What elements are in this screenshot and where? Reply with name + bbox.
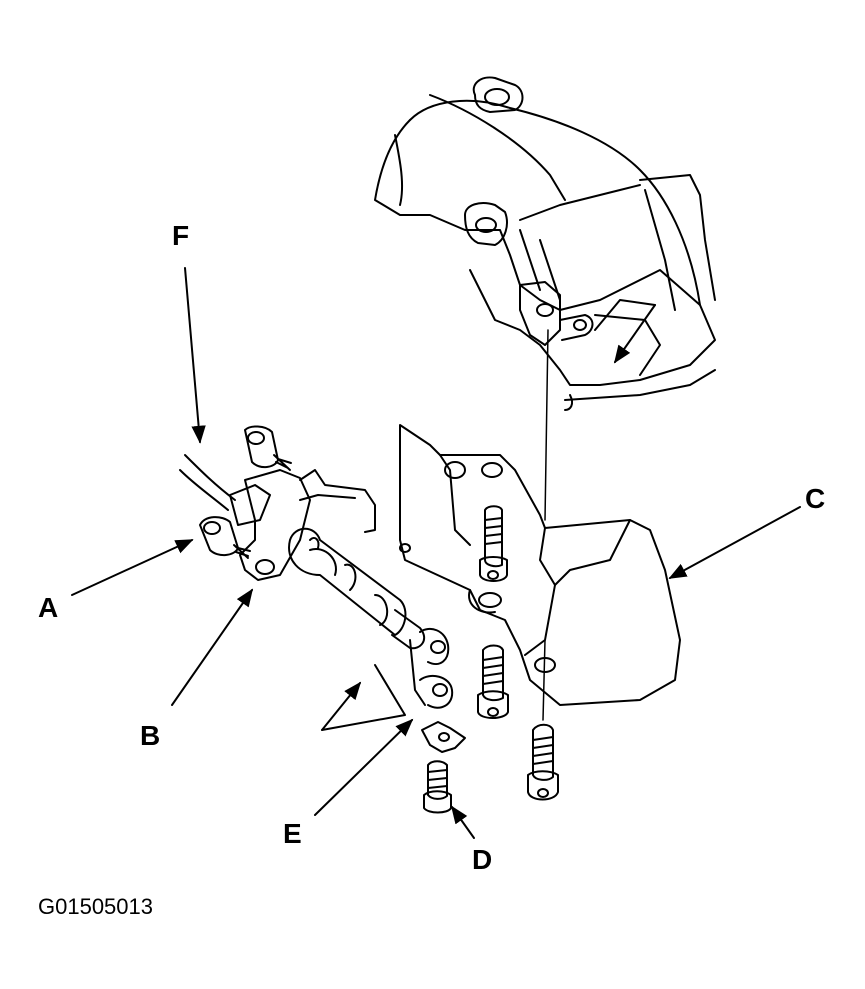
- alignment-line-lower: [542, 639, 546, 721]
- callout-label-a: A: [38, 592, 59, 623]
- mounting-bracket: [399, 424, 681, 706]
- slave-cylinder: [179, 425, 454, 709]
- leader-e: [314, 718, 414, 816]
- callout-label-d: D: [472, 844, 493, 875]
- transmission-housing: [374, 76, 716, 411]
- leader-c: [668, 506, 801, 579]
- bracket-bolts: [477, 505, 559, 801]
- callout-label-e: E: [283, 818, 302, 849]
- direction-arrow: [321, 664, 406, 731]
- leader-d: [450, 805, 475, 839]
- leader-b: [171, 588, 254, 706]
- callout-label-c: C: [805, 483, 826, 514]
- figure-code: G01505013: [38, 894, 153, 919]
- alignment-line: [544, 329, 549, 521]
- callout-label-f: F: [172, 220, 190, 251]
- clip-and-bolt: [421, 721, 466, 814]
- leader-a: [71, 539, 194, 596]
- callout-leaders: [71, 267, 801, 839]
- callout-label-b: B: [140, 720, 161, 751]
- leader-f: [184, 267, 206, 444]
